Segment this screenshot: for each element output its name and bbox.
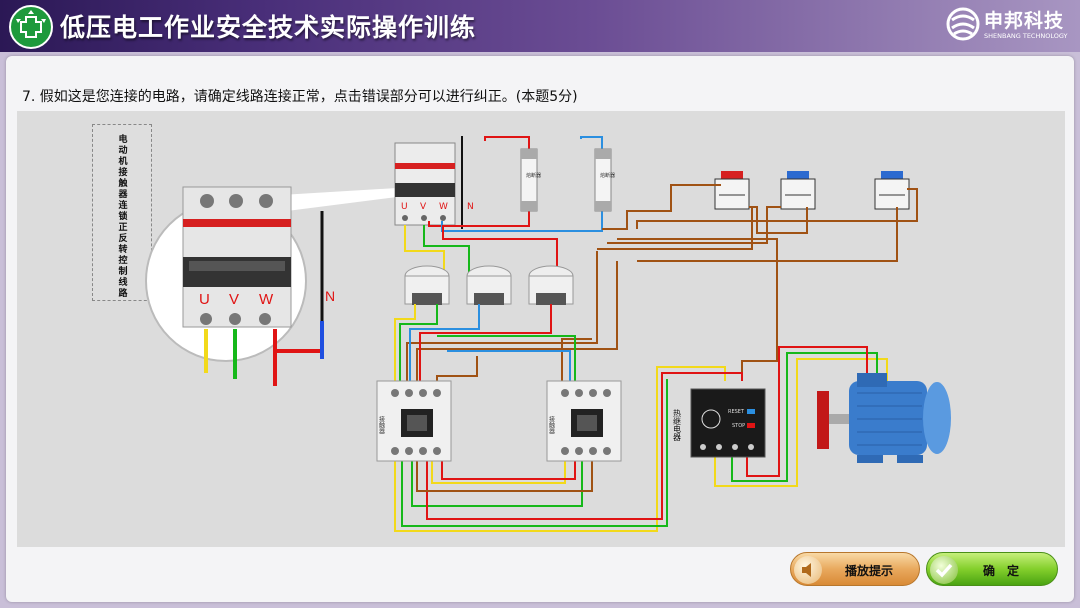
play-hint-label: 播放提示 [845,564,894,578]
relay-reset-label: RESET [728,409,745,415]
circuit-title: 电动机接触器连锁正反转控制线路 [118,135,128,299]
thermal-relay[interactable] [690,388,766,458]
zoom-phase-w: W [259,291,274,308]
fuse-1-label: 熔断器 [526,172,541,179]
power-wiring[interactable] [394,304,888,532]
zoom-neutral-label: N [325,288,335,304]
brand-subtitle: SHENBANG TECHNOLOGY [984,32,1068,40]
breaker-phase-w: W [439,202,448,212]
push-button-reverse[interactable] [874,171,910,210]
question-panel: 7. 假如这是您连接的电路，请确定线路连接正常，点击错误部分可以进行纠正。(本题… [6,56,1074,602]
zoom-phase-v: V [229,291,239,308]
confirm-button[interactable]: 确 定 [926,552,1058,586]
breaker-phase-v: V [420,202,427,212]
question-text: 7. 假如这是您连接的电路，请确定线路连接正常，点击错误部分可以进行纠正。(本题… [22,89,578,105]
circuit-diagram: 电动机接触器连锁正反转控制线路 U V W [17,111,1065,547]
contactor-km2[interactable] [546,380,622,462]
breaker-zoom-view: U V W N [145,186,335,386]
supply-wiring[interactable] [404,136,603,273]
control-wiring[interactable] [406,184,918,386]
speaker-icon [794,556,822,584]
contactor-km1-label: 接触器 [378,415,385,435]
title-bar: 低压电工作业安全技术实际操作训练 申邦科技 SHENBANG TECHNOLOG… [0,0,1080,52]
contactor-km1[interactable] [376,380,452,462]
neutral-label: N [467,202,474,212]
zoom-phase-u: U [199,291,210,308]
play-hint-button[interactable]: 播放提示 [790,552,920,586]
breaker-phase-u: U [401,202,408,212]
fuse-1[interactable] [520,148,538,212]
motor[interactable] [817,373,951,463]
wiring-svg: U V W N U V W N [145,136,951,532]
fuse-2[interactable] [594,148,612,212]
push-button-forward[interactable] [780,171,816,210]
push-button-stop[interactable] [714,171,750,210]
brand-name: 申邦科技 [984,10,1065,32]
brand-logo: 申邦科技 SHENBANG TECHNOLOGY [946,6,1068,46]
page-title: 低压电工作业安全技术实际操作训练 [60,13,477,42]
fuse-holder-row[interactable] [404,265,574,305]
relay-stop-label: STOP [732,423,745,429]
thermal-relay-label: 热继电器 [673,408,682,442]
contactor-km2-label: 接触器 [548,415,555,435]
circuit-breaker[interactable]: U V W [394,142,456,226]
circuit-title-box: 电动机接触器连锁正反转控制线路 [92,124,152,301]
shenbang-logo-icon [946,7,980,41]
checkmark-icon [930,556,958,584]
fuse-2-label: 熔断器 [600,172,615,179]
safety-cross-logo-icon [9,5,53,49]
confirm-label: 确 定 [983,564,1020,578]
